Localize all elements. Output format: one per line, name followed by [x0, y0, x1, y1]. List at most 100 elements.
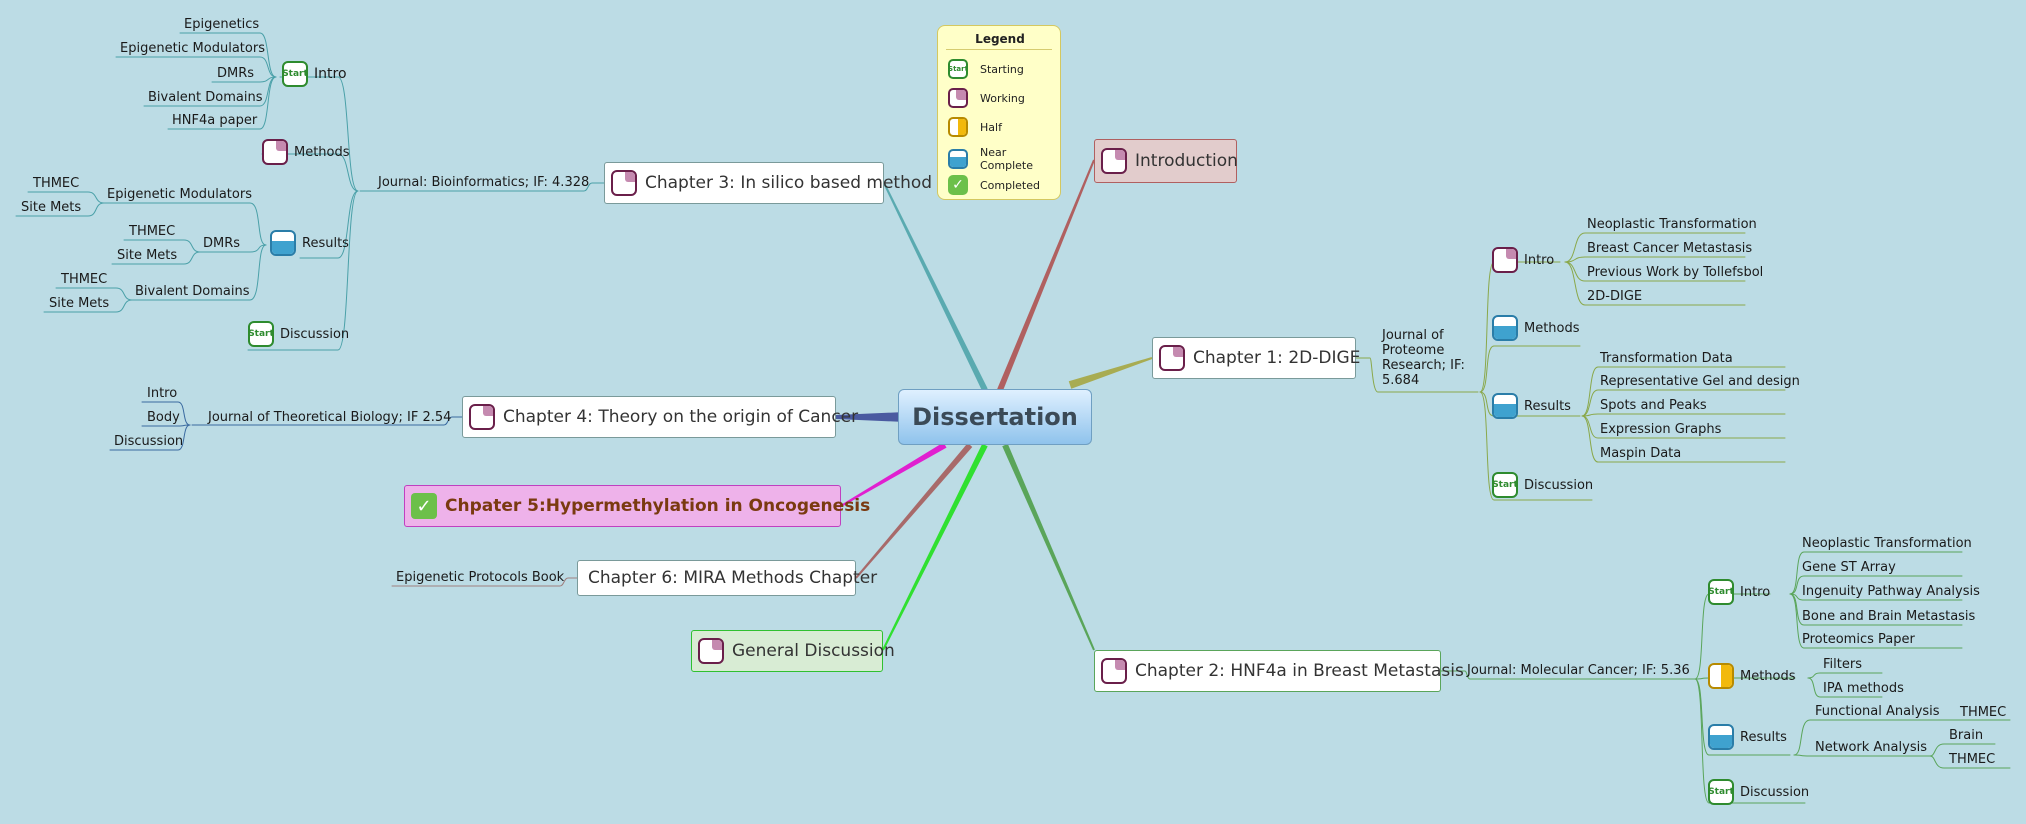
- ch4-item[interactable]: Intro: [147, 386, 178, 401]
- ch2-functional-analysis[interactable]: Functional Analysis: [1815, 704, 1940, 719]
- working-icon: [698, 638, 724, 664]
- central-topic[interactable]: Dissertation: [898, 389, 1092, 445]
- ch1-results-item[interactable]: Representative Gel and design: [1600, 374, 1800, 389]
- ch4-item[interactable]: Body: [147, 410, 180, 425]
- ch2-network-item[interactable]: Brain: [1949, 728, 1984, 743]
- ch2-methods[interactable]: Methods: [1708, 663, 1796, 689]
- working-icon: [1159, 345, 1185, 371]
- legend-label: Near Complete: [980, 146, 1034, 172]
- ch2-methods-item[interactable]: IPA methods: [1823, 681, 1904, 696]
- ch1-results-leaf-2: [1581, 413, 1786, 417]
- ch3-results-modulators-item[interactable]: Site Mets: [21, 200, 82, 215]
- ch3-results-bivalent-item[interactable]: THMEC: [61, 272, 108, 287]
- ch1-intro-item[interactable]: Previous Work by Tollefsbol: [1587, 265, 1764, 280]
- ch3-intro-item[interactable]: HNF4a paper: [172, 113, 258, 128]
- topic-chapter-6[interactable]: Chapter 6: MIRA Methods Chapter: [577, 560, 877, 596]
- ch1-intro-item[interactable]: Neoplastic Transformation: [1587, 217, 1757, 232]
- ch3-intro-item[interactable]: Epigenetics: [184, 17, 260, 32]
- ch1-intro-item[interactable]: Breast Cancer Metastasis: [1587, 241, 1753, 256]
- ch2-results-functional: [1793, 719, 1941, 756]
- ch2-intro-item[interactable]: Bone and Brain Metastasis: [1802, 609, 1976, 624]
- topic-introduction[interactable]: Introduction: [1094, 139, 1238, 183]
- ch3-dmr-leaf-1: [111, 251, 201, 265]
- ch3-intro-leaf-1: [115, 56, 277, 78]
- ch1-intro-leaf-0: [1564, 232, 1746, 263]
- ch6-book[interactable]: Epigenetic Protocols Book: [396, 570, 565, 585]
- ch1-results-item[interactable]: Maspin Data: [1600, 446, 1682, 461]
- ch2-journal[interactable]: Journal: Molecular Cancer; IF: 5.36: [1467, 663, 1690, 678]
- ch2-intro-item[interactable]: Neoplastic Transformation: [1802, 536, 1972, 551]
- ch2-methods-leaf-0: [1807, 672, 1883, 679]
- legend-item-working: Working: [948, 88, 1025, 108]
- topic-chapter-4[interactable]: Chapter 4: Theory on the origin of Cance…: [462, 396, 858, 438]
- topic-chapter-1[interactable]: Chapter 1: 2D-DIGE: [1152, 337, 1360, 379]
- ch2-methods-item[interactable]: Filters: [1823, 657, 1862, 672]
- ch3-results-bivalent[interactable]: Bivalent Domains: [135, 284, 250, 299]
- ch3-biv-leaf-0: [55, 287, 133, 301]
- ch3-results-bivalent-line: [131, 244, 267, 301]
- ch3-results[interactable]: Results: [270, 230, 349, 256]
- ch1-to-discussion: [1479, 391, 1593, 501]
- ch3-to-results: [299, 190, 359, 259]
- topic-general-discussion[interactable]: General Discussion: [691, 630, 895, 672]
- branch-chapter-6: [855, 443, 973, 579]
- ch1-intro-item[interactable]: 2D-DIGE: [1587, 289, 1643, 304]
- ch4-journal[interactable]: Journal of Theoretical Biology; IF 2.54: [208, 410, 452, 425]
- legend-label: Half: [980, 120, 1002, 134]
- start-icon: Start: [1708, 779, 1734, 805]
- ch2-intro-leaf-2: [1789, 593, 1963, 601]
- ch3-results-bivalent-item[interactable]: Site Mets: [49, 296, 110, 311]
- ch3-intro-item[interactable]: DMRs: [217, 66, 255, 81]
- ch2-intro-item[interactable]: Ingenuity Pathway Analysis: [1802, 584, 1980, 599]
- ch3-intro-item[interactable]: Epigenetic Modulators: [120, 41, 265, 56]
- ch2-intro-item[interactable]: Gene ST Array: [1802, 560, 1896, 575]
- start-icon: Start: [948, 59, 968, 79]
- ch1-intro[interactable]: Intro: [1492, 247, 1554, 273]
- near-complete-icon: [1492, 315, 1518, 341]
- ch2-methods-leaf-1: [1807, 677, 1883, 698]
- ch2-results-network: [1793, 754, 1931, 757]
- near-complete-icon: [1708, 724, 1734, 750]
- branch-chapter-4: [836, 412, 905, 422]
- ch2-results[interactable]: Results: [1708, 724, 1787, 750]
- ch2-network-analysis[interactable]: Network Analysis: [1815, 740, 1927, 755]
- branch-chapter-5: [840, 442, 947, 507]
- working-icon: [469, 404, 495, 430]
- ch1-results-leaf-0: [1581, 366, 1786, 417]
- ch3-biv-leaf-1: [43, 299, 133, 313]
- ch4-leaf-1: [141, 424, 191, 427]
- topic-chapter-2[interactable]: Chapter 2: HNF4a in Breast Metastasis: [1094, 650, 1464, 692]
- topic-chapter-5[interactable]: ✓Chpater 5:Hypermethylation in Oncogenes…: [404, 485, 870, 527]
- ch1-journal[interactable]: Journal of Proteome Research; IF: 5.684: [1382, 328, 1465, 388]
- ch4-item[interactable]: Discussion: [114, 434, 184, 449]
- ch3-results-modulators[interactable]: Epigenetic Modulators: [107, 187, 252, 202]
- ch2-intro-item[interactable]: Proteomics Paper: [1802, 632, 1915, 647]
- ch3-results-modulators-item[interactable]: THMEC: [33, 176, 80, 191]
- ch1-results-item[interactable]: Spots and Peaks: [1600, 398, 1707, 413]
- ch1-results[interactable]: Results: [1492, 393, 1571, 419]
- ch3-methods[interactable]: Methods: [262, 139, 350, 165]
- topic-chapter-3[interactable]: Chapter 3: In silico based method: [604, 162, 932, 204]
- ch3-journal-line: [369, 182, 605, 192]
- ch3-mod-leaf-0: [27, 191, 105, 204]
- ch1-journal-line: [1355, 357, 1461, 393]
- branch-introduction: [997, 159, 1095, 392]
- ch2-network-item[interactable]: THMEC: [1949, 752, 1996, 767]
- ch3-results-dmrs[interactable]: DMRs: [203, 236, 241, 251]
- ch1-results-item[interactable]: Expression Graphs: [1600, 422, 1722, 437]
- ch1-methods[interactable]: Methods: [1492, 315, 1580, 341]
- ch3-journal[interactable]: Journal: Bioinformatics; IF: 4.328: [378, 175, 590, 190]
- legend-item-completed: ✓Completed: [948, 175, 1040, 195]
- ch3-results-dmrs-item[interactable]: THMEC: [129, 224, 176, 239]
- ch3-intro-item[interactable]: Bivalent Domains: [148, 90, 263, 105]
- ch4-leaf-0: [141, 401, 191, 426]
- ch1-results-item[interactable]: Transformation Data: [1600, 351, 1733, 366]
- ch3-results-dmrs-item[interactable]: Site Mets: [117, 248, 178, 263]
- ch2-functional-item[interactable]: THMEC: [1960, 705, 2007, 720]
- ch2-intro-leaf-0: [1789, 551, 1963, 595]
